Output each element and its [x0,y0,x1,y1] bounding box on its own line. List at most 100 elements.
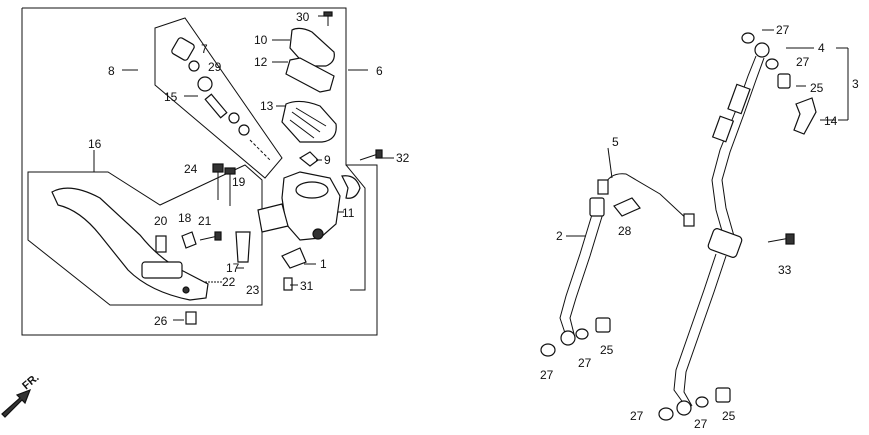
lower-brake-hose-outline-b [683,255,727,407]
bolt-33-head [785,233,795,245]
brake-pipe-nut-upper [597,179,609,195]
callout-16: 16 [88,137,102,151]
boot-7 [171,37,195,61]
hose-2-outline-a [559,207,595,337]
hose-2-fitting [589,197,605,217]
washer-27-left-b [575,328,589,340]
screw-21-head [214,231,222,241]
master-cylinder-mount [257,203,289,233]
callout-9: 9 [324,153,331,167]
leader-lines [93,15,836,321]
brake-pipe [603,173,691,223]
callout-3: 3 [852,77,859,91]
circlip-29 [188,60,200,72]
hose-clip-28 [613,197,641,217]
banjo-upper [754,42,770,58]
callout-24: 24 [184,162,198,176]
bolt-24-head [212,163,224,173]
callout-20: 20 [154,214,168,228]
callout-13: 13 [260,99,274,113]
callout-32: 32 [396,151,410,165]
bolt-32 [359,153,379,161]
callout-19: 19 [232,175,246,189]
upper-brake-hose-outline-b [721,57,765,237]
piston-cup-a [228,112,240,124]
callout-1: 1 [320,257,327,271]
holder-11 [341,175,361,199]
callout-27-upper: 27 [776,23,790,37]
callout-29: 29 [208,60,222,74]
diaphragm-13-ribs [289,107,327,139]
screw-31 [283,277,293,291]
callout-18: 18 [178,211,192,225]
bolt-25-upper [777,73,791,89]
piston-spring [249,139,271,161]
callout-25-left: 25 [600,343,614,357]
direction-marker-label: FR. [20,372,41,393]
bolt-25-left [595,317,611,333]
reservoir-group-frame [152,7,366,291]
washer-27-left [540,343,556,357]
plate-12 [285,57,335,93]
lower-brake-hose-outline-a [673,253,717,405]
callout-27-right-b: 27 [694,417,708,431]
brake-pipe-nut-lower [683,213,695,227]
callout-10: 10 [254,33,268,47]
pivot-bolt-19-head [224,167,236,175]
callout-26: 26 [154,314,168,328]
banjo-left [560,330,576,346]
upper-hose-fitting-lower [711,115,735,143]
hose-joint-block [707,228,743,258]
callout-4: 4 [818,41,825,55]
callout-30: 30 [296,10,310,24]
boot-18 [181,231,197,249]
callout-25-right: 25 [722,409,736,423]
callout-27-left-a: 27 [540,368,554,382]
bolt-32-head [375,149,383,159]
switch-17 [235,231,251,263]
callout-22: 22 [222,275,236,289]
piston-cup-b [238,124,250,136]
washer-15 [197,76,213,92]
hose-2-outline-b [569,209,605,335]
bolt-14 [793,97,817,135]
lever-group-frame [27,164,263,306]
callout-27-upper-b: 27 [796,55,810,69]
callout-27-right-a: 27 [630,409,644,423]
piston-group-frame [154,17,283,179]
clip-9 [298,151,319,167]
banjo-right [676,400,692,416]
washer-27-right [658,407,674,421]
callout-31: 31 [300,279,314,293]
callout-17: 17 [226,261,240,275]
lever-pivot-bracket [141,261,183,279]
callout-12: 12 [254,55,268,69]
screw-30-head [323,11,333,17]
callout-23: 23 [246,283,260,297]
diaphragm-13 [281,100,337,143]
nut-26 [185,311,197,325]
washer-27-right-b [695,396,709,408]
callout-25-upper: 25 [810,81,824,95]
piston-rod [204,93,228,119]
callout-28: 28 [618,224,632,238]
callout-21: 21 [198,214,212,228]
callout-14: 14 [824,114,838,128]
bolt-25-right [715,387,731,403]
master-cylinder-outlet [312,228,324,240]
callout-2: 2 [556,229,563,243]
bracket-1 [281,247,307,269]
upper-brake-hose-outline-a [711,55,757,239]
reservoir-cap-10 [289,27,335,67]
master-cylinder-reservoir-opening [295,181,329,199]
callout-6: 6 [376,64,383,78]
callout-8: 8 [108,64,115,78]
upper-hose-fitting [727,83,751,115]
callout-15: 15 [164,90,178,104]
callout-11: 11 [342,206,355,220]
callout-7: 7 [201,42,208,56]
lever-pivot-hole [182,286,190,294]
washer-27-upper-b [765,58,779,70]
front-direction-arrow [1,388,32,418]
